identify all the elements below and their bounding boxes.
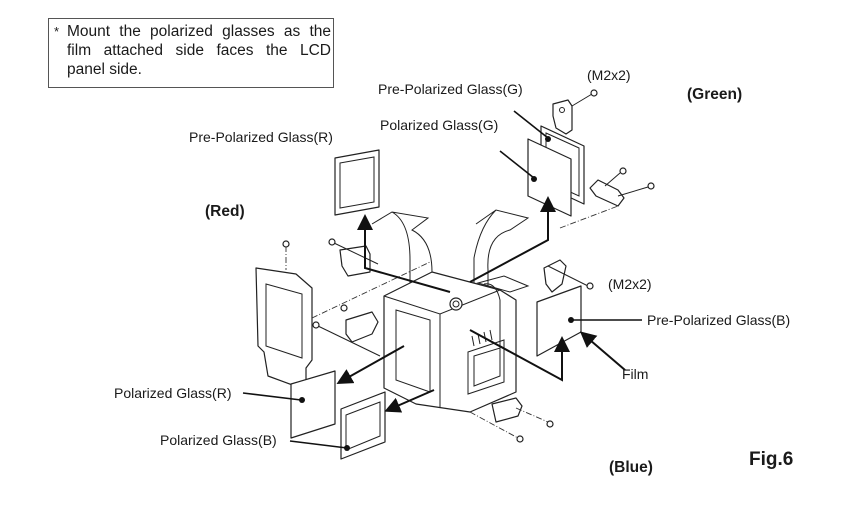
channel-label-blue: (Blue) xyxy=(609,459,653,476)
red-holder-frame xyxy=(255,240,431,391)
assembly-note-box: * Mount the polarized glasses as the fil… xyxy=(48,18,334,88)
channel-label-green: (Green) xyxy=(687,86,743,103)
green-bracket-top xyxy=(552,89,598,135)
label-pre-polarized-glass-b: Pre-Polarized Glass(B) xyxy=(647,312,791,328)
light-path-red-arrow xyxy=(357,214,451,293)
green-bracket-lower xyxy=(559,167,655,229)
note-asterisk: * xyxy=(54,24,60,39)
assembly-note: * Mount the polarized glasses as the fil… xyxy=(54,22,331,79)
red-bracket-lower xyxy=(312,304,381,357)
note-text: Mount the polarized glasses as the film … xyxy=(67,23,331,78)
polarized-glass-r-part xyxy=(290,370,336,439)
film-arrow xyxy=(579,331,626,371)
flex-cable-left xyxy=(371,211,433,300)
polarized-glass-b-part xyxy=(340,391,386,460)
label-polarized-glass-b: Polarized Glass(B) xyxy=(160,432,277,448)
flex-cable-right xyxy=(473,209,530,292)
figure-number: Fig.6 xyxy=(749,449,794,470)
label-film: Film xyxy=(622,366,649,382)
label-pre-polarized-glass-g: Pre-Polarized Glass(G) xyxy=(378,81,523,97)
blue-side-bracket xyxy=(543,259,594,293)
leader-polarized-r xyxy=(242,392,302,401)
leader-dot-polarized-r xyxy=(299,397,305,403)
arrow-to-polarized-glass-b xyxy=(384,389,435,413)
leader-polarized-g xyxy=(499,150,535,179)
arrow-to-polarized-glass-r xyxy=(336,345,405,384)
blue-bracket xyxy=(469,397,554,443)
flex-cable-bottom xyxy=(476,275,530,293)
leader-dot-pre-polarized-b xyxy=(568,317,574,323)
label-screw-m2x2-right: (M2x2) xyxy=(608,276,652,292)
leader-dot-pre-polarized-g xyxy=(545,136,551,142)
label-screw-m2x2-top: (M2x2) xyxy=(587,67,631,83)
leader-polarized-b xyxy=(289,440,348,449)
red-bracket-top xyxy=(328,238,379,277)
prism-block xyxy=(383,271,517,413)
label-pre-polarized-glass-r: Pre-Polarized Glass(R) xyxy=(189,129,333,145)
polarized-glass-g-part xyxy=(527,138,572,217)
light-path-blue-arrow xyxy=(469,329,570,382)
label-polarized-glass-g: Polarized Glass(G) xyxy=(380,117,499,133)
leader-dot-polarized-g xyxy=(531,176,537,182)
leader-dot-polarized-b xyxy=(344,445,350,451)
light-path-green-arrow xyxy=(469,196,556,283)
pre-polarized-glass-b-part xyxy=(536,285,582,357)
leader-pre-polarized-g xyxy=(513,110,549,139)
pre-polarized-glass-r-part xyxy=(334,149,380,216)
channel-label-red: (Red) xyxy=(205,203,245,220)
label-polarized-glass-r: Polarized Glass(R) xyxy=(114,385,232,401)
